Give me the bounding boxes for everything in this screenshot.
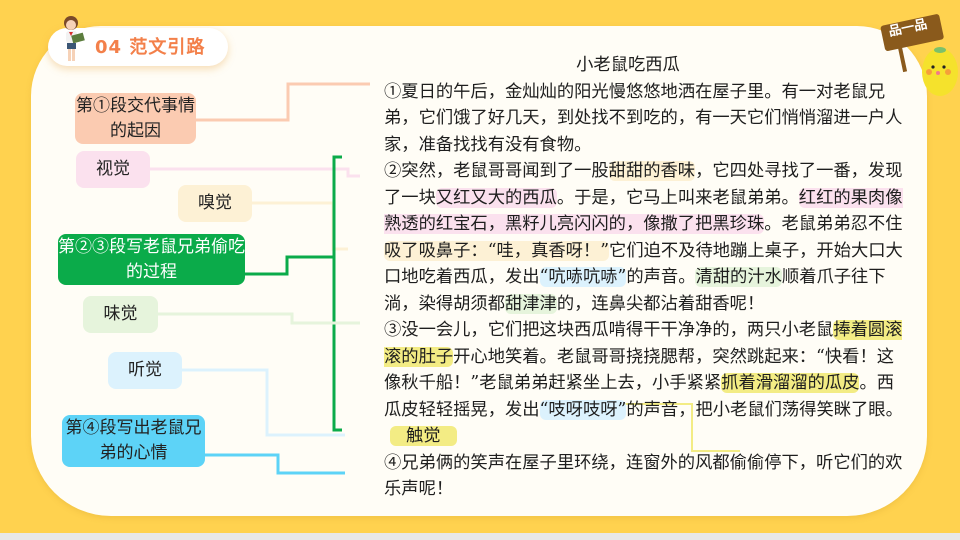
highlight-taste: 甜津津 [504, 293, 557, 314]
pin-yi-pin-badge [880, 14, 958, 96]
highlight-smell: 甜甜的香味 [608, 161, 696, 181]
highlight-touch: 抓着滑溜溜的瓜皮 [721, 373, 860, 393]
label-smell: 嗅觉 [178, 185, 252, 222]
section-title: 04 范文引路 [95, 37, 206, 58]
paragraph-1: ①夏日的午后，金灿灿的阳光慢悠悠地洒在屋子里。有一对老鼠兄弟，它们饿了好几天，到… [384, 81, 903, 155]
highlight-hearing: “吭哧吭哧” [539, 267, 627, 287]
label-taste: 味觉 [83, 296, 158, 333]
passage-title: 小老鼠吃西瓜 [576, 55, 680, 75]
paragraph-3: ③没一会儿，它们把这块西瓜啃得干干净净的，两只小老鼠捧着圆滚滚的肚子开心地笑着。… [384, 320, 903, 446]
highlight-hearing: “吱呀吱呀” [539, 399, 627, 420]
label-para23: 第②③段写老鼠兄弟偷吃的过程 [58, 234, 245, 285]
paragraph-4: ④兄弟俩的笑声在屋子里环绕，连窗外的风都偷偷停下，听它们的欢乐声呢！ [384, 452, 903, 500]
label-para4: 第④段写出老鼠兄弟的心情 [62, 415, 205, 467]
highlight-sight: 又红又大的西瓜 [435, 187, 557, 208]
highlight-taste: 清甜的汁水 [695, 267, 782, 287]
reading-girl-icon [64, 16, 85, 61]
label-sight: 视觉 [76, 151, 150, 188]
label-hearing: 听觉 [108, 352, 182, 389]
label-touch: 触觉 [390, 426, 457, 446]
paragraph-2: ②突然，老鼠哥哥闻到了一股甜甜的香味，它四处寻找了一番，发现了一块又红又大的西瓜… [384, 161, 903, 314]
label-para1: 第①段交代事情的起因 [75, 93, 196, 144]
passage: 小老鼠吃西瓜 ①夏日的午后，金灿灿的阳光慢悠悠地洒在屋子里。有一对老鼠兄弟，它们… [348, 52, 908, 503]
highlight-smell: 吸了吸鼻子：“哇，真香呀！” [384, 240, 610, 261]
